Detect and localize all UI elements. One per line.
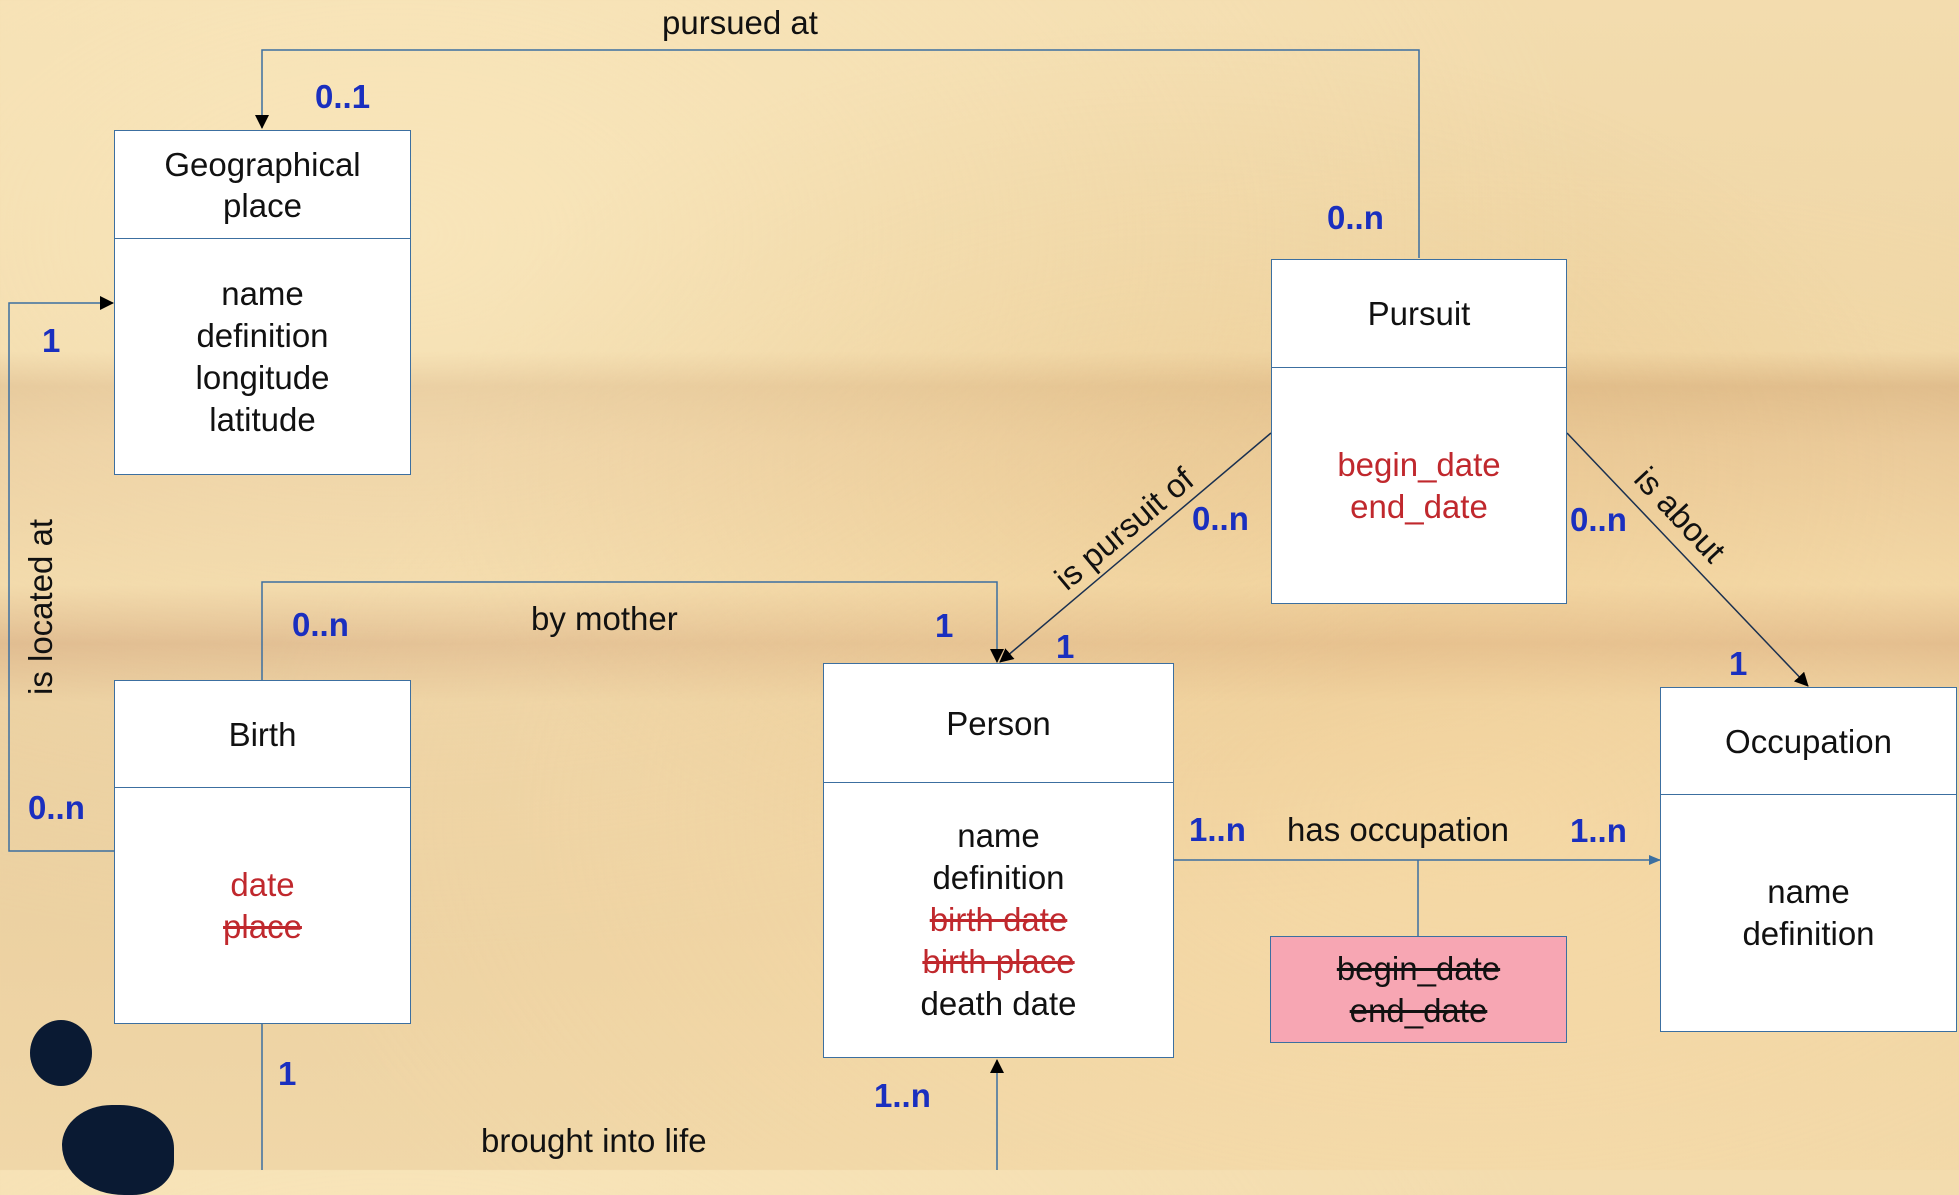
entity-attributes: name definition birth date birth place d… [824, 783, 1173, 1057]
attribute: longitude [195, 358, 330, 396]
ink-blot [30, 1020, 92, 1086]
attribute: end_date [1350, 487, 1488, 525]
multiplicity-person-mother: 1 [935, 607, 954, 644]
attribute: latitude [209, 400, 316, 438]
relation-label-is-located-at: is located at [22, 518, 59, 695]
entity-title-line: place [223, 186, 302, 224]
line-pursued-at [255, 49, 1420, 258]
attribute-deprecated: birth date [929, 901, 1068, 938]
attribute: death date [920, 985, 1077, 1022]
entity-attributes: name definition longitude latitude [115, 239, 410, 474]
association-class-box: begin_date end_date [1270, 936, 1567, 1043]
entity-birth: Birth date place [114, 680, 411, 1024]
line-by-mother [261, 581, 1004, 680]
attribute: definition [1742, 915, 1875, 952]
entity-title: Birth [115, 681, 410, 788]
attribute: name [1767, 873, 1850, 910]
attribute-deprecated: begin_date [1336, 949, 1501, 987]
multiplicity-person-has: 1..n [1189, 811, 1246, 848]
entity-geographical-place: Geographical place name definition longi… [114, 130, 411, 475]
attribute: definition [196, 316, 329, 354]
multiplicity-birth-mother: 0..n [292, 606, 349, 643]
entity-title: Pursuit [1272, 260, 1566, 368]
entity-attributes: name definition [1661, 795, 1956, 1031]
attribute: date [230, 865, 295, 903]
multiplicity-pursuit-pursued: 0..n [1327, 199, 1384, 236]
entity-pursuit: Pursuit begin_date end_date [1271, 259, 1567, 604]
multiplicity-person-brought: 1..n [874, 1077, 931, 1114]
relation-label-has-occupation: has occupation [1287, 811, 1509, 848]
relation-label-by-mother: by mother [531, 600, 678, 637]
attribute-deprecated: end_date [1349, 991, 1488, 1029]
entity-occupation: Occupation name definition [1660, 687, 1957, 1032]
connector-lines [8, 49, 1809, 1170]
relation-label-pursued-at: pursued at [662, 4, 818, 41]
entity-title: Geographical place [115, 131, 410, 239]
multiplicity-geo-located: 1 [42, 322, 61, 359]
line-is-about [1566, 432, 1809, 687]
multiplicity-birth-located: 0..n [28, 789, 85, 826]
attribute: definition [932, 859, 1065, 896]
multiplicity-pursuit-of-pursuit: 0..n [1192, 500, 1249, 537]
entity-title-line: Geographical [164, 145, 361, 183]
er-diagram: Geographical place name definition longi… [8, 4, 1957, 1195]
multiplicity-person-pursuit: 1 [1056, 628, 1075, 665]
multiplicity-occupation-about: 1 [1729, 645, 1748, 682]
attribute: name [221, 274, 304, 312]
entity-title: Person [824, 664, 1173, 783]
entity-title: Occupation [1661, 688, 1956, 795]
multiplicity-birth-brought: 1 [278, 1055, 297, 1092]
attribute-deprecated: place [223, 907, 302, 945]
line-is-pursuit-of [999, 432, 1272, 663]
attribute: name [957, 817, 1040, 854]
multiplicity-occupation-has: 1..n [1570, 812, 1627, 849]
relation-label-brought-into-life: brought into life [481, 1122, 707, 1159]
entity-attributes: begin_date end_date [1272, 368, 1566, 603]
entity-attributes: date place [115, 788, 410, 1023]
multiplicity-geo-pursued: 0..1 [315, 78, 371, 115]
attribute: begin_date [1337, 445, 1501, 483]
ink-blot [62, 1105, 174, 1195]
attribute-deprecated: birth place [922, 943, 1075, 980]
entity-person: Person name definition birth date birth … [823, 663, 1174, 1058]
multiplicity-pursuit-about: 0..n [1570, 501, 1627, 538]
line-is-located-at [8, 296, 115, 852]
